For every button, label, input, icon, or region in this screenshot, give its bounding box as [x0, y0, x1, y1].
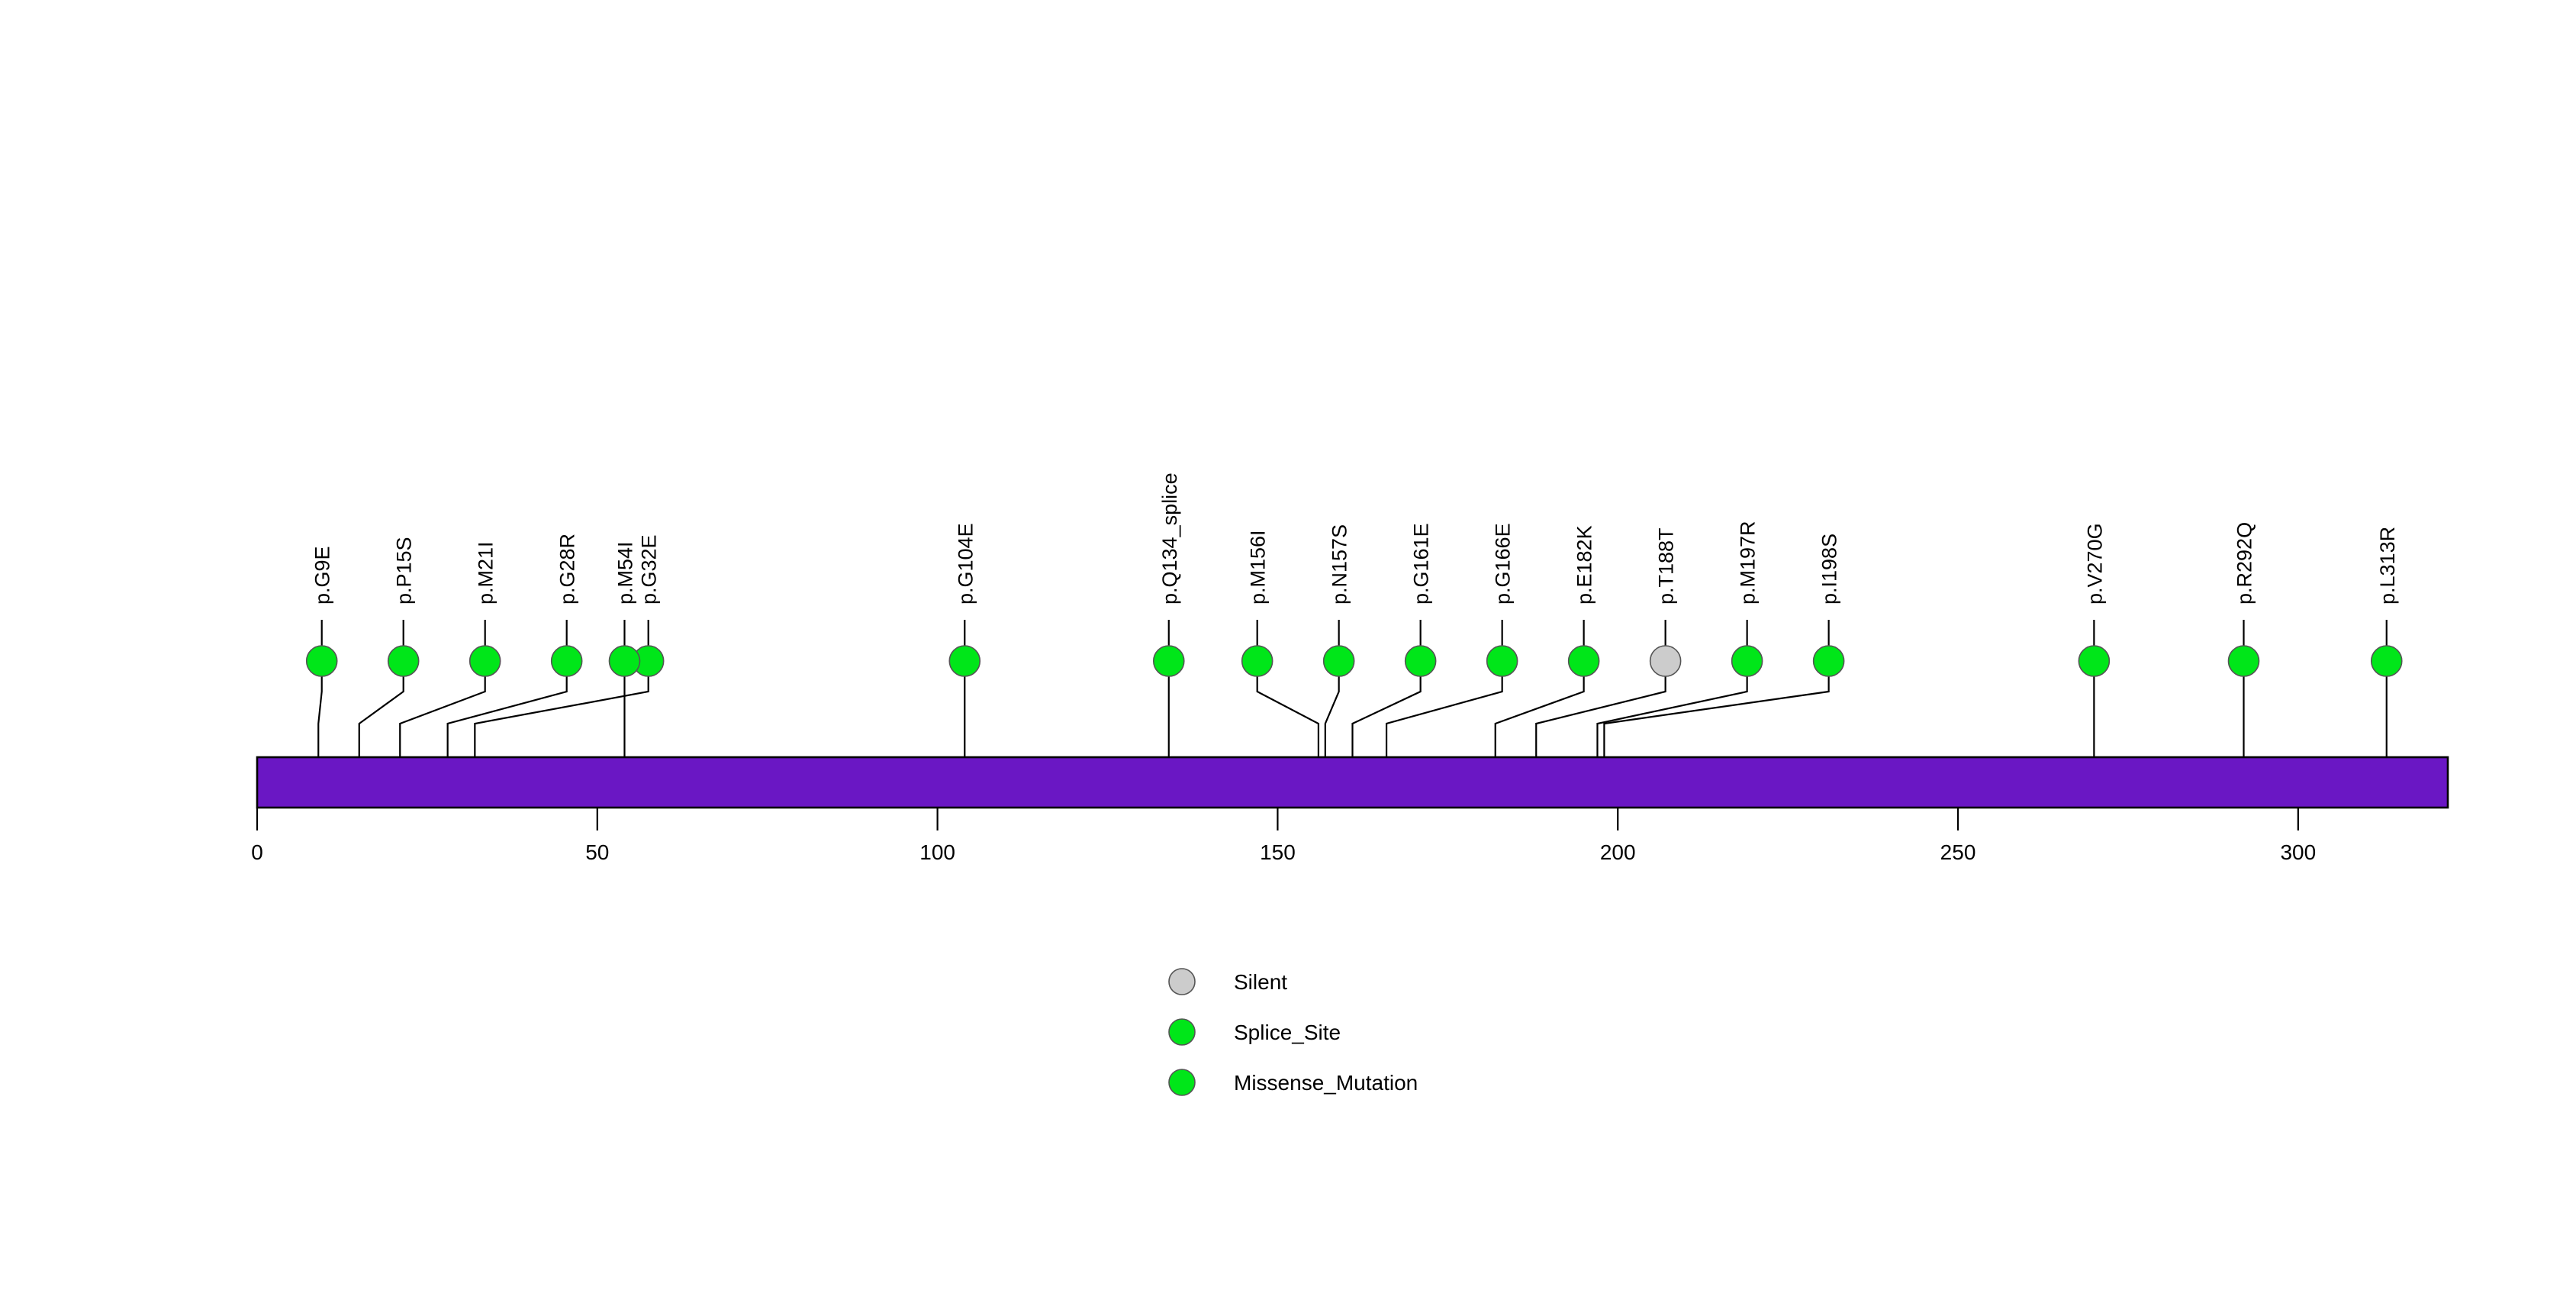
mutation-marker[interactable] — [608, 645, 641, 677]
mutation-marker[interactable] — [1486, 645, 1518, 677]
mutation-marker[interactable] — [948, 645, 981, 677]
axis-tick-label: 100 — [919, 840, 955, 864]
mutation-marker[interactable] — [1322, 645, 1355, 677]
mutation-label: p.M21I — [475, 541, 497, 605]
mutation-label: p.G104E — [954, 523, 977, 605]
legend-swatch — [1168, 1069, 1196, 1096]
axis-tick-label: 250 — [1940, 840, 1976, 864]
mutation-label: p.G28R — [556, 534, 579, 605]
legend-label: Silent — [1234, 970, 1287, 994]
mutation-label: p.M197R — [1737, 521, 1760, 605]
mutation-marker[interactable] — [469, 645, 501, 677]
legend-swatch — [1168, 968, 1196, 995]
mutation-marker[interactable] — [1731, 645, 1763, 677]
mutation-marker[interactable] — [1567, 645, 1600, 677]
mutation-label: p.P15S — [393, 537, 416, 605]
axis-tick-label: 50 — [585, 840, 609, 864]
protein-domain-bar — [256, 756, 2449, 809]
mutation-label: p.M54I — [613, 541, 636, 605]
mutation-marker[interactable] — [387, 645, 420, 677]
protein-domain-bar-group — [256, 756, 2449, 809]
mutation-label: p.G166E — [1492, 523, 1515, 605]
mutation-label: p.R292Q — [2233, 522, 2256, 605]
mutation-marker[interactable] — [1812, 645, 1845, 677]
axis-tick-label: 0 — [251, 840, 263, 864]
axis-tick-label: 300 — [2280, 840, 2316, 864]
mutation-label: p.T188T — [1655, 527, 1678, 605]
mutation-marker[interactable] — [1404, 645, 1437, 677]
mutation-label: p.V270G — [2083, 523, 2106, 605]
mutation-marker[interactable] — [2227, 645, 2260, 677]
mutation-marker[interactable] — [1241, 645, 1274, 677]
legend-swatch — [1168, 1018, 1196, 1046]
mutation-markers-group — [305, 645, 2403, 677]
mutation-marker[interactable] — [2078, 645, 2111, 677]
mutation-label: p.N157S — [1328, 524, 1351, 605]
axis-tick-label: 200 — [1600, 840, 1636, 864]
mutation-marker[interactable] — [550, 645, 583, 677]
mutation-marker[interactable] — [1649, 645, 1682, 677]
mutation-label: p.I198S — [1818, 534, 1841, 605]
mutation-label: p.G161E — [1410, 523, 1433, 605]
mutation-label: p.G32E — [638, 534, 661, 605]
legend-label: Splice_Site — [1234, 1021, 1341, 1044]
mutation-marker[interactable] — [2370, 645, 2403, 677]
legend-label: Missense_Mutation — [1234, 1071, 1418, 1095]
mutation-label: p.M156I — [1247, 530, 1270, 605]
mutation-marker[interactable] — [1152, 645, 1185, 677]
mutation-label: p.Q134_splice — [1158, 472, 1181, 605]
mutation-marker[interactable] — [305, 645, 338, 677]
mutation-label: p.E182K — [1573, 525, 1596, 605]
mutation-label: p.L313R — [2376, 527, 2399, 605]
axis-tick-label: 150 — [1260, 840, 1296, 864]
mutation-label: p.G9E — [311, 546, 334, 605]
x-axis-group: 0 50 100 150 200 250 300 — [251, 808, 2316, 864]
